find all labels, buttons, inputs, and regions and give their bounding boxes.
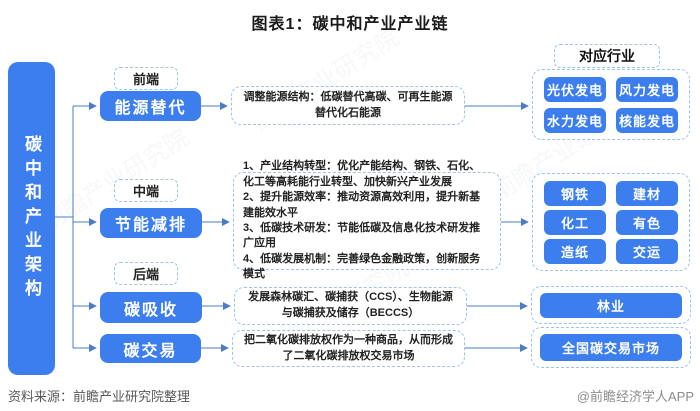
industry-box: 钢铁 <box>544 181 606 206</box>
stage-label-back: 后端 <box>114 262 178 285</box>
node-carbon-absorption: 碳吸收 <box>100 292 202 323</box>
credit-note: @前瞻经济学人APP <box>576 389 694 404</box>
desc-line: 1、产业结构转型：优化产能结构、钢铁、石化、化工等高耗能行业转型、加快新兴产业发… <box>243 160 481 188</box>
root-node-carbon-neutral-structure: 碳中和产业架构 <box>8 62 55 375</box>
source-note: 资料来源：前瞻产业研究院整理 <box>8 389 191 404</box>
desc-carbon-trading: 把二氧化碳排放权作为一种商品，从而形成了二氧化碳排放权交易市场 <box>232 330 465 367</box>
node-carbon-trading: 碳交易 <box>100 334 201 363</box>
industry-box: 水力发电 <box>544 108 606 133</box>
desc-line: 4、低碳发展机制：完善绿色金融政策，创新服务模式 <box>243 252 481 281</box>
industry-box: 光伏发电 <box>544 77 606 102</box>
industry-group-carbon-market: 全国碳交易市场 <box>531 327 691 368</box>
node-energy-substitution: 能源替代 <box>100 91 201 121</box>
stage-label-middle: 中端 <box>114 179 178 202</box>
industry-box: 核能发电 <box>616 108 678 133</box>
corresponding-industries-header: 对应行业 <box>554 44 660 68</box>
industry-group-heavy: 钢铁 建材 化工 有色 造纸 交运 <box>532 173 690 271</box>
industry-box: 造纸 <box>544 239 606 264</box>
node-energy-saving: 节能减排 <box>100 208 202 238</box>
industry-box: 全国碳交易市场 <box>540 334 682 361</box>
industry-box: 建材 <box>616 181 678 206</box>
industry-box: 化工 <box>544 210 606 235</box>
desc-line: 2、提升能源效率：推动资源高效利用，提升新基建能效水平 <box>243 191 481 219</box>
desc-energy-substitution: 调整能源结构：低碳替代高碳、可再生能源替代化石能源 <box>231 86 465 125</box>
industry-box: 风力发电 <box>616 77 678 102</box>
desc-energy-saving: 1、产业结构转型：优化产能结构、钢铁、石化、化工等高耗能行业转型、加快新兴产业发… <box>233 160 501 280</box>
stage-label-front: 前端 <box>114 67 178 90</box>
industry-group-forestry: 林业 <box>531 286 691 324</box>
industry-box: 交运 <box>616 239 678 264</box>
industry-box: 有色 <box>616 210 678 235</box>
page-title: 图表1：碳中和产业产业链 <box>251 16 449 33</box>
desc-line: 3、低碳技术研发：节能低碳及信息化技术研发推广应用 <box>243 222 481 250</box>
desc-carbon-absorption: 发展森林碳汇、碳捕获（CCS）、生物能源与碳捕获及储存（BECCS） <box>234 287 467 325</box>
industry-group-power: 光伏发电 风力发电 水力发电 核能发电 <box>532 69 690 140</box>
root-node-label: 碳中和产业架构 <box>22 134 41 303</box>
industry-box: 林业 <box>540 292 682 318</box>
